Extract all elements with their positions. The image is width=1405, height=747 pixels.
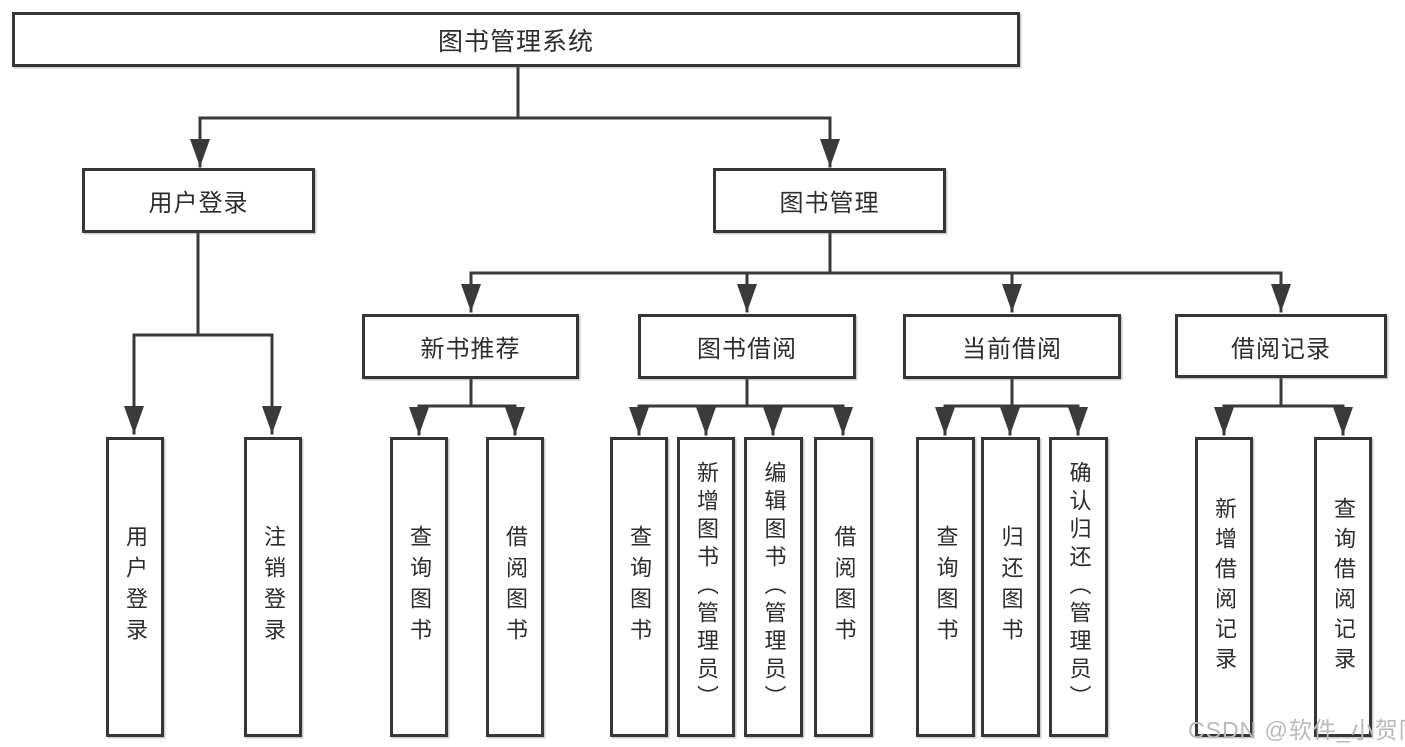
node-borrow-records: 借阅记录 — [1175, 314, 1387, 378]
leaf-edit-books-admin: 编辑图书（管理员） — [744, 437, 803, 737]
node-new-book-recommend: 新书推荐 — [362, 314, 579, 379]
connector-borrowrecords-to-leaves — [1214, 375, 1353, 436]
leaf-borrow-books-label: 借阅图书 — [831, 525, 857, 649]
connector-root-to-level2 — [190, 63, 840, 168]
leaf-query-borrow-record-label: 查询借阅记录 — [1331, 497, 1356, 677]
leaf-confirm-return-admin: 确认归还（管理员） — [1049, 437, 1108, 737]
connector-bookborrow-to-leaves — [629, 375, 853, 436]
node-book-management-label: 图书管理 — [779, 190, 880, 217]
leaf-query-books-recommend-label: 查询图书 — [407, 525, 432, 649]
leaf-query-borrow-record: 查询借阅记录 — [1314, 437, 1372, 737]
node-book-management: 图书管理 — [713, 168, 946, 233]
leaf-query-books-recommend: 查询图书 — [390, 437, 448, 737]
leaf-borrow-books: 借阅图书 — [814, 437, 873, 737]
leaf-borrow-books-recommend: 借阅图书 — [486, 437, 544, 737]
leaf-add-borrow-record: 新增借阅记录 — [1195, 437, 1253, 737]
connector-userlogin-to-leaves — [124, 228, 282, 435]
leaf-logout-label: 注销登录 — [261, 525, 286, 649]
leaf-add-books-admin-label: 新增图书（管理员） — [694, 461, 719, 713]
leaf-return-books: 归还图书 — [981, 437, 1040, 737]
leaf-add-borrow-record-label: 新增借阅记录 — [1212, 497, 1237, 677]
connector-newbooks-to-leaves — [409, 375, 525, 436]
leaf-edit-books-admin-label: 编辑图书（管理员） — [761, 461, 787, 713]
connector-currentborrow-to-leaves — [935, 375, 1088, 436]
leaf-user-login-label: 用户登录 — [123, 525, 148, 649]
leaf-logout: 注销登录 — [244, 437, 302, 737]
leaf-confirm-return-admin-label: 确认归还（管理员） — [1066, 461, 1092, 713]
leaf-borrow-books-recommend-label: 借阅图书 — [503, 525, 528, 649]
leaf-query-books-borrow-label: 查询图书 — [627, 525, 652, 649]
leaf-return-books-label: 归还图书 — [998, 525, 1024, 649]
node-library-management-system-label: 图书管理系统 — [437, 27, 594, 56]
leaf-user-login: 用户登录 — [106, 437, 164, 737]
node-new-book-recommend-label: 新书推荐 — [420, 336, 521, 363]
node-user-login: 用户登录 — [82, 168, 315, 233]
node-user-login-label: 用户登录 — [148, 190, 249, 217]
leaf-query-books-current: 查询图书 — [916, 437, 975, 737]
connector-bookmgmt-to-level3 — [461, 228, 1291, 313]
leaf-add-books-admin: 新增图书（管理员） — [677, 437, 735, 737]
leaf-query-books-borrow: 查询图书 — [610, 437, 668, 737]
node-current-borrow-label: 当前借阅 — [962, 336, 1062, 363]
leaf-query-books-current-label: 查询图书 — [933, 525, 959, 649]
csdn-watermark: CSDN @软件_小贺同学 — [1188, 717, 1405, 743]
node-library-management-system: 图书管理系统 — [12, 12, 1020, 67]
node-book-borrow-label: 图书借阅 — [697, 336, 797, 363]
node-borrow-records-label: 借阅记录 — [1231, 335, 1331, 363]
node-book-borrow: 图书借阅 — [638, 314, 856, 379]
node-current-borrow: 当前借阅 — [903, 314, 1121, 379]
